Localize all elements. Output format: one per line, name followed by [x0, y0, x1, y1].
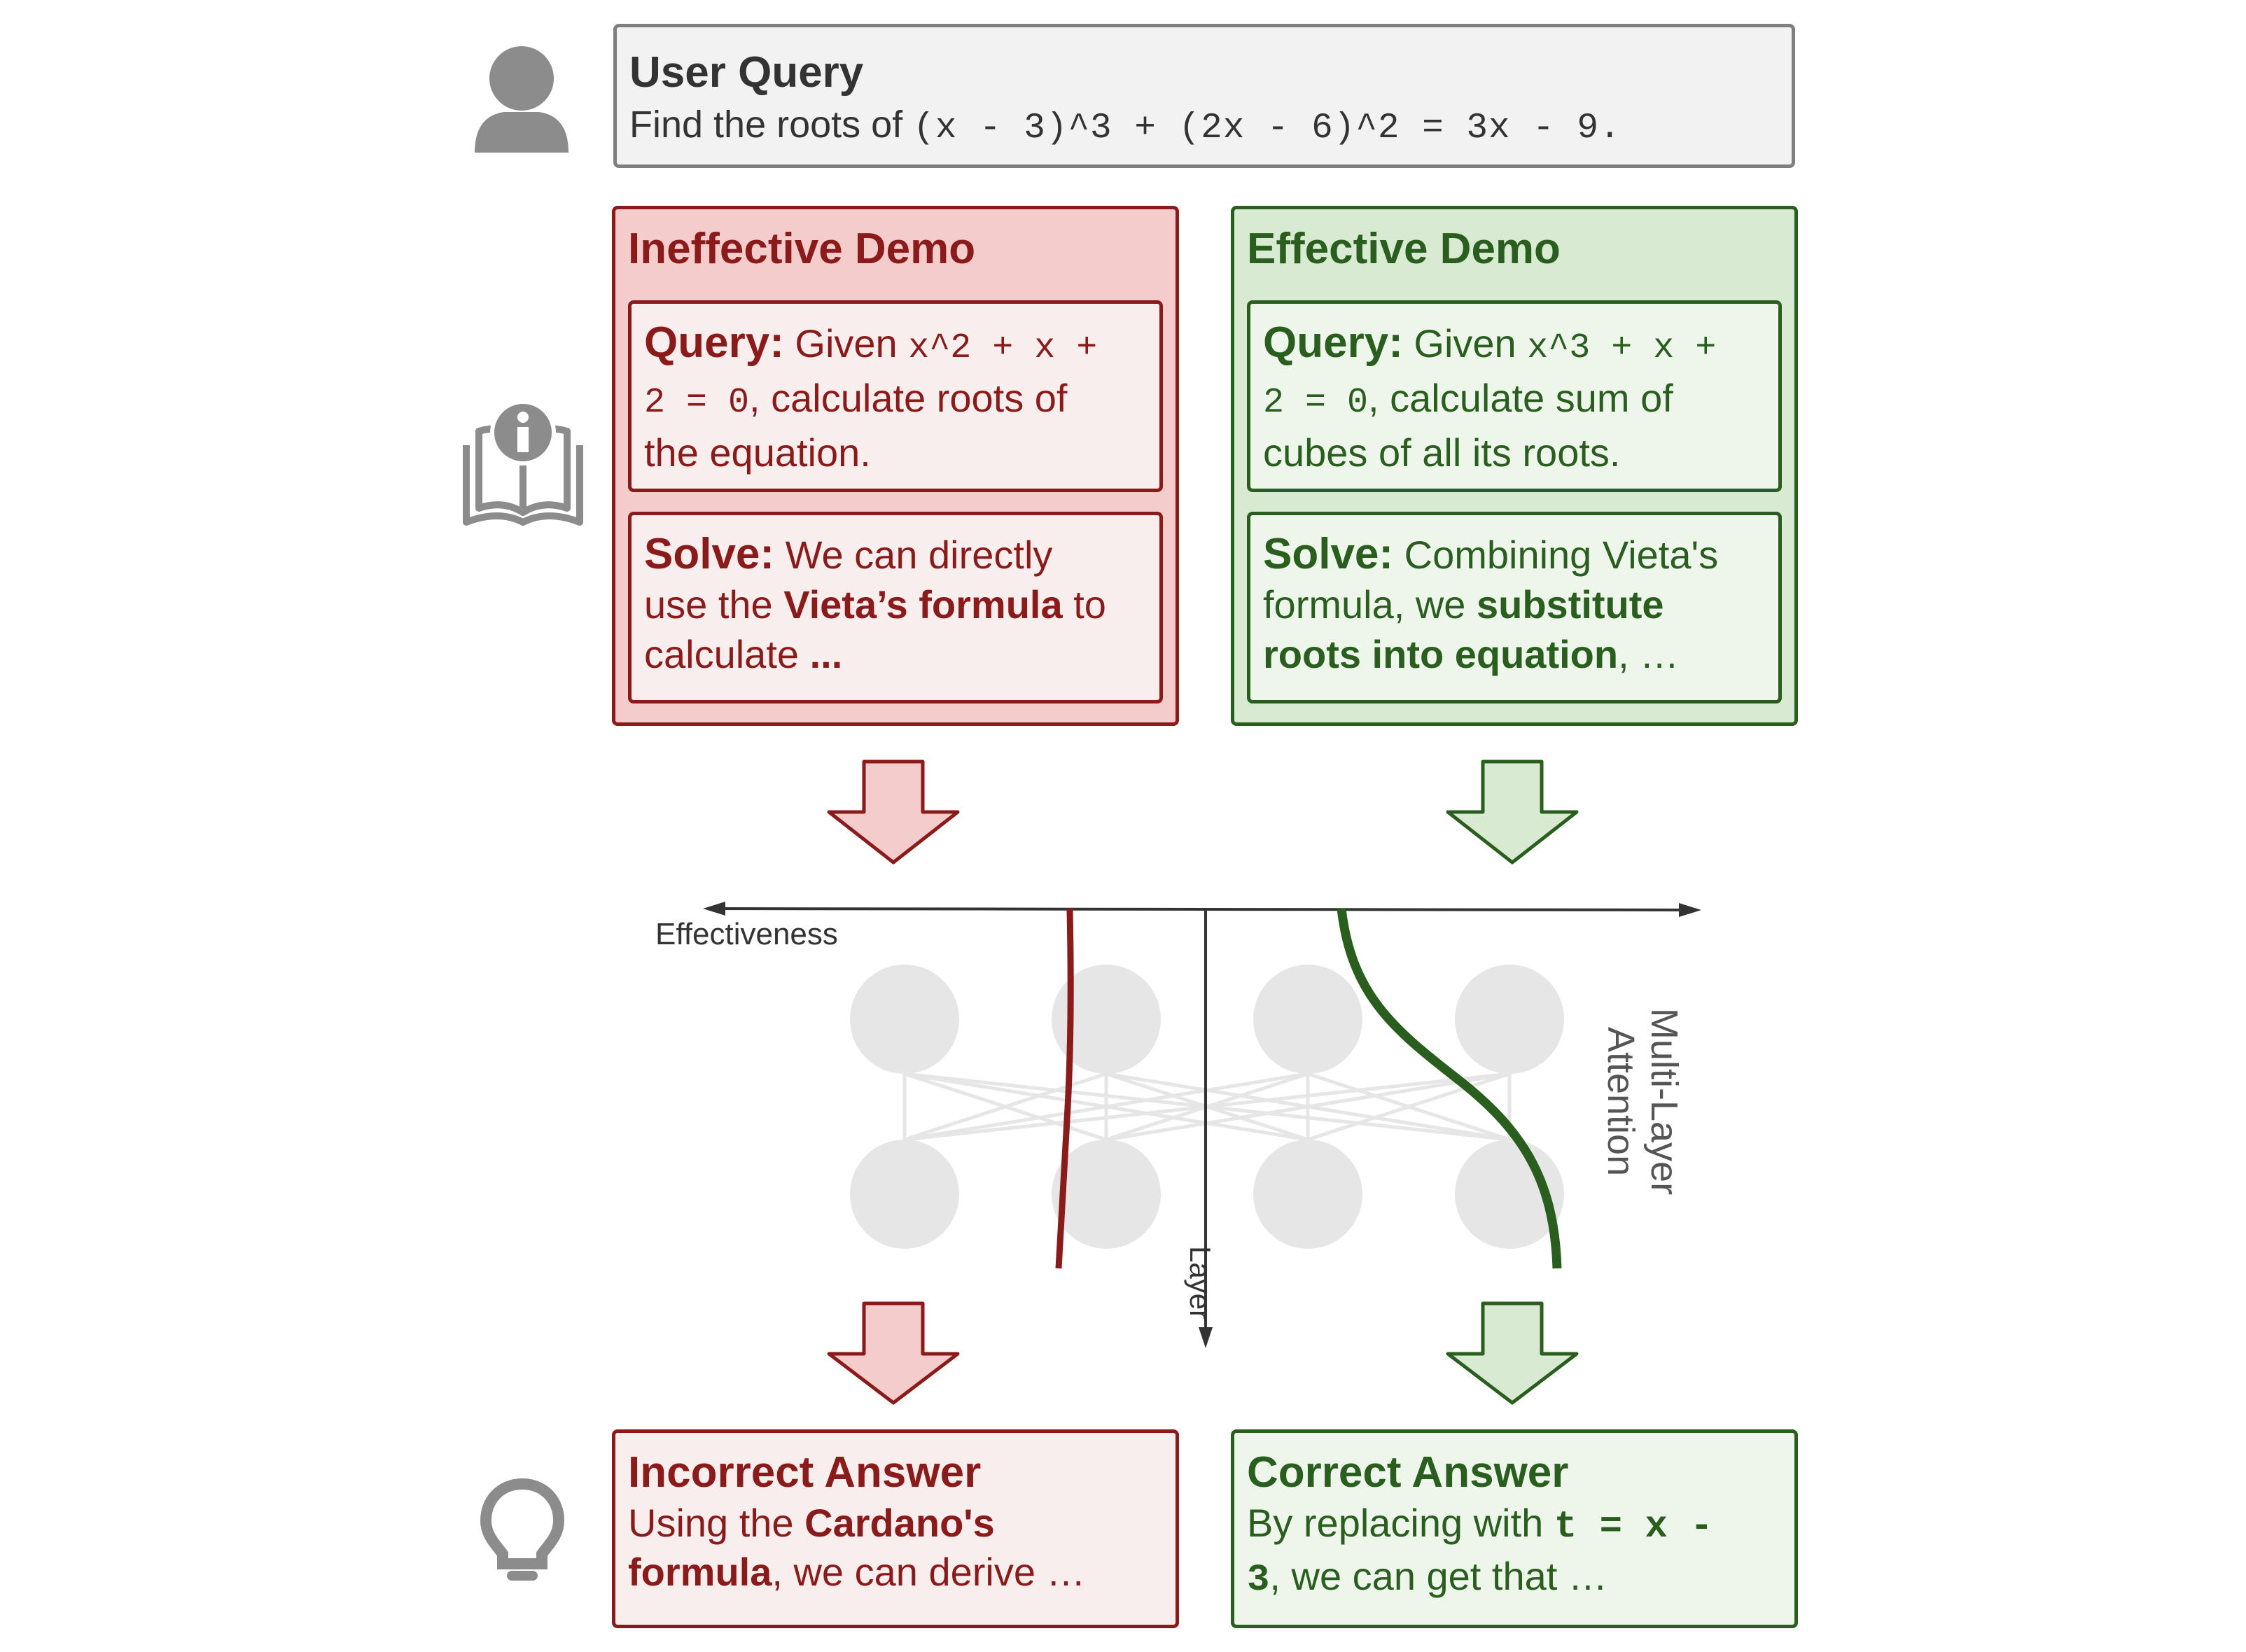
node — [1253, 965, 1362, 1074]
answer-math: t = x - — [1554, 1506, 1713, 1548]
answer-text: By replacing with — [1247, 1501, 1554, 1545]
axis-arrowhead-right — [1679, 903, 1701, 917]
correct-answer-box: Correct Answer By replacing with t = x -… — [1231, 1429, 1798, 1628]
ineffective-demo-title: Ineffective Demo — [628, 225, 976, 273]
query-text: cubes of all its roots. — [1263, 430, 1621, 475]
book-info-icon — [456, 396, 590, 536]
user-query-prefix: Find the roots of — [629, 104, 914, 146]
answer-math: 3 — [1247, 1559, 1270, 1602]
red-down-arrow — [827, 760, 960, 864]
ineffective-attention-curve — [1055, 908, 1074, 1269]
solve-text: calculate — [644, 632, 810, 676]
ineffective-demo-panel: Ineffective Demo Query: Given x^2 + x + … — [612, 206, 1179, 726]
lightbulb-icon — [479, 1477, 566, 1589]
node — [1455, 965, 1564, 1074]
green-down-arrow — [1446, 760, 1579, 864]
effectiveness-label: Effectiveness — [655, 917, 838, 951]
solve-bold: substitute — [1477, 582, 1664, 626]
solve-bold: Vieta’s formula — [783, 582, 1063, 626]
ineffective-demo-solve: Solve: We can directly use the Vieta’s f… — [628, 512, 1163, 704]
effective-demo-panel: Effective Demo Query: Given x^3 + x + 2 … — [1231, 206, 1798, 726]
ineffective-demo-query: Query: Given x^2 + x + 2 = 0, calculate … — [628, 300, 1163, 492]
effective-demo-solve: Solve: Combining Vieta's formula, we sub… — [1247, 512, 1782, 704]
network-nodes — [850, 965, 1564, 1249]
layer-label: Layer — [1184, 1246, 1217, 1320]
solve-label: Solve: — [1263, 530, 1394, 578]
query-math: 2 = 0 — [1263, 383, 1369, 423]
query-text: Given — [1402, 321, 1528, 365]
effectiveness-axis — [706, 907, 1695, 911]
axis-arrowhead-left — [703, 902, 725, 916]
answer-bold: Cardano's — [804, 1501, 995, 1545]
query-math: x^2 + x + — [908, 328, 1098, 368]
query-label: Query: — [644, 318, 784, 367]
query-text: , calculate roots of — [749, 376, 1068, 420]
axes — [703, 902, 1701, 1348]
green-down-arrow — [1446, 1301, 1579, 1405]
attention-label-line: Multi-Layer — [1643, 1008, 1685, 1196]
solve-text: , … — [1618, 632, 1680, 676]
incorrect-answer-title: Incorrect Answer — [628, 1448, 982, 1497]
effective-demo-query: Query: Given x^3 + x + 2 = 0, calculate … — [1247, 300, 1782, 492]
attention-label-line: Attention — [1600, 1026, 1642, 1177]
node — [1052, 965, 1161, 1074]
solve-ellipsis: ... — [809, 632, 843, 676]
query-math: x^3 + x + — [1527, 328, 1717, 368]
answer-bold: formula — [628, 1550, 772, 1594]
solve-text: We can directly — [774, 533, 1053, 577]
answer-text: , we can get that … — [1269, 1554, 1607, 1598]
solve-bold: roots into equation — [1263, 632, 1619, 676]
solve-text: to — [1062, 582, 1106, 626]
incorrect-answer-box: Incorrect Answer Using the Cardano's for… — [612, 1429, 1179, 1628]
query-text: the equation. — [644, 430, 871, 475]
query-text: , calculate sum of — [1368, 376, 1673, 420]
user-query-equation: (x - 3)^3 + (2x - 6)^2 = 3x - 9. — [913, 108, 1621, 148]
query-label: Query: — [1263, 318, 1403, 367]
effective-attention-curve — [1337, 908, 1562, 1269]
query-math: 2 = 0 — [644, 383, 750, 423]
user-icon — [469, 38, 574, 157]
node — [850, 1140, 959, 1249]
answer-text: , we can derive … — [772, 1550, 1086, 1594]
red-down-arrow — [827, 1301, 960, 1405]
solve-text: use the — [644, 582, 784, 626]
multi-layer-attention-label: Multi-Layer Attention — [1599, 1008, 1686, 1195]
node — [1052, 1140, 1161, 1249]
answer-text: Using the — [628, 1501, 805, 1545]
node — [850, 965, 959, 1074]
solve-label: Solve: — [644, 530, 775, 578]
solve-text: formula, we — [1263, 582, 1477, 626]
solve-text: Combining Vieta's — [1393, 533, 1719, 577]
node — [1253, 1140, 1362, 1249]
effective-demo-title: Effective Demo — [1247, 225, 1561, 273]
correct-answer-title: Correct Answer — [1247, 1448, 1569, 1497]
user-query-text: Find the roots of (x - 3)^3 + (2x - 6)^2… — [629, 99, 1779, 155]
user-query-title: User Query — [629, 48, 864, 97]
user-query-box: User Query Find the roots of (x - 3)^3 +… — [613, 24, 1795, 168]
axis-arrowhead-down — [1199, 1327, 1213, 1348]
query-text: Given — [783, 321, 909, 365]
